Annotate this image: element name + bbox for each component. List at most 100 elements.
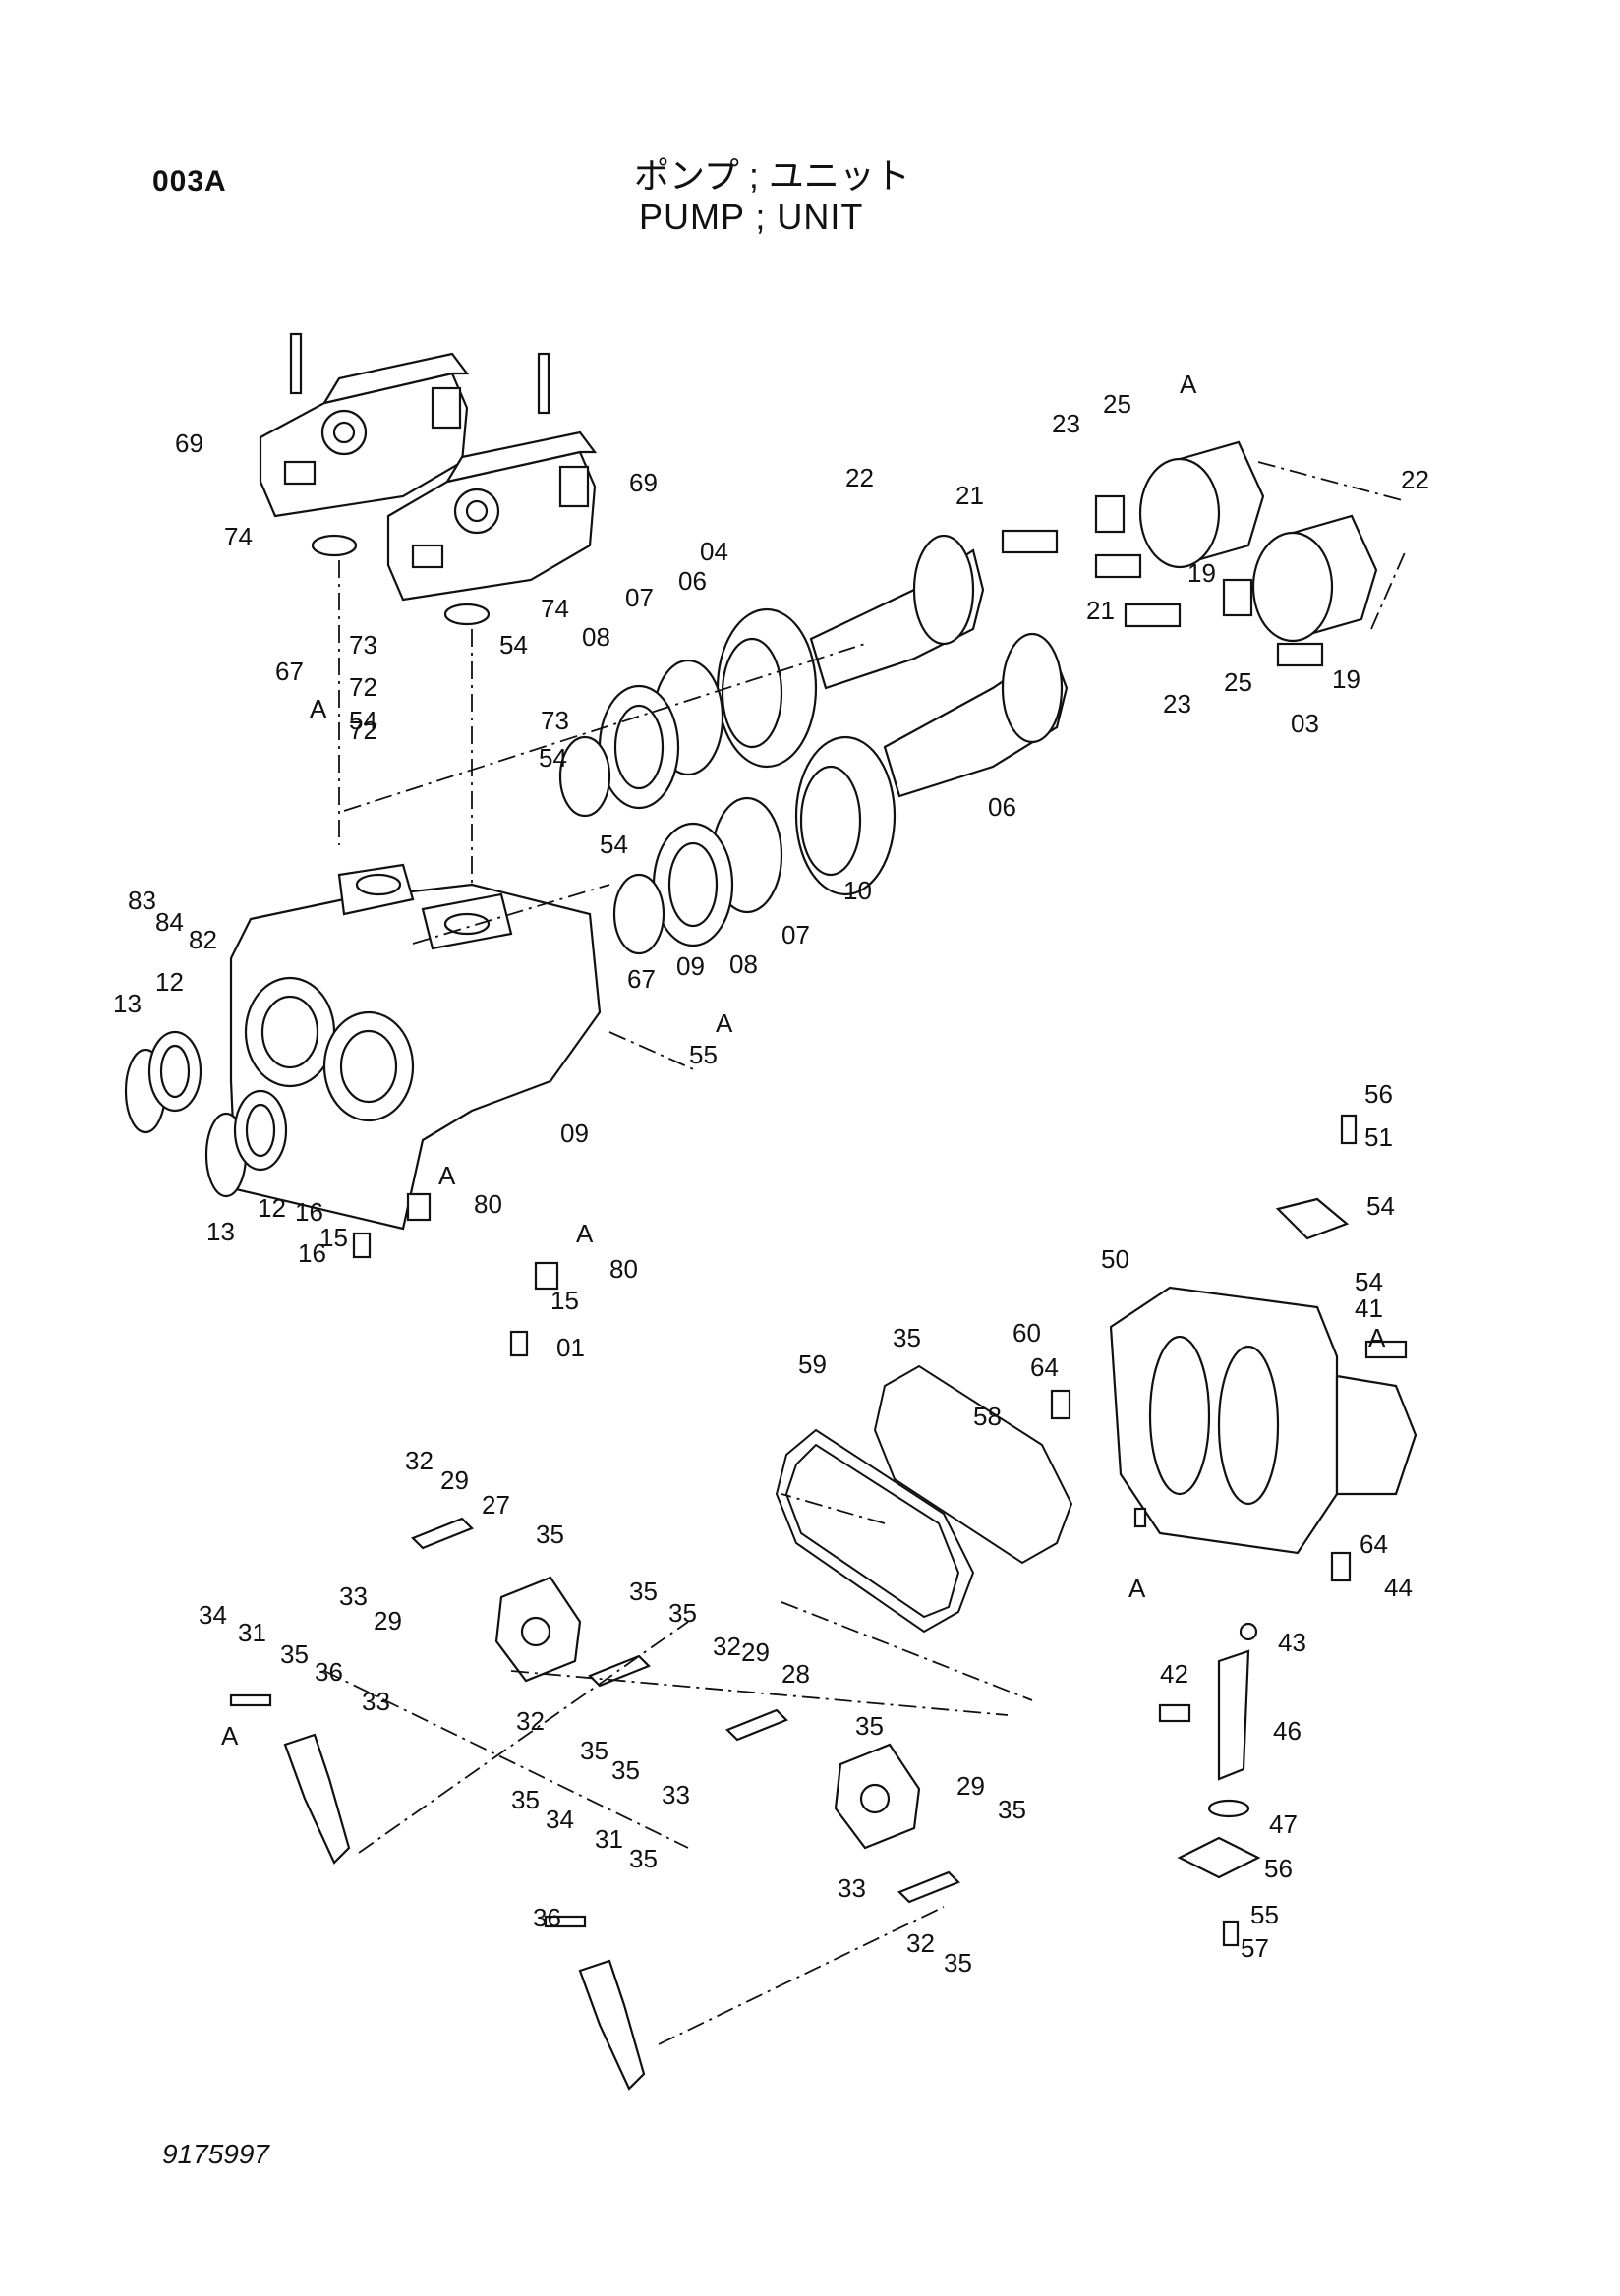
part-callout-32: 32 — [713, 1632, 741, 1661]
part-callout-33: 33 — [362, 1687, 390, 1716]
valve-bolt-left — [289, 332, 303, 395]
seal-09-upper — [558, 735, 611, 818]
reference-marker-a: A — [438, 1161, 456, 1190]
drive-shaft-03 — [883, 632, 1069, 798]
part-callout-19: 19 — [1332, 664, 1360, 694]
shifter-fork-31-upper — [283, 1733, 351, 1865]
part-callout-19: 19 — [1187, 558, 1216, 588]
part-callout-21: 21 — [1086, 596, 1115, 625]
part-callout-01: 01 — [556, 1333, 585, 1362]
part-callout-72: 72 — [349, 716, 377, 745]
plug-80-upper — [406, 1192, 432, 1222]
part-callout-29: 29 — [741, 1637, 770, 1667]
drive-shaft-04 — [809, 534, 985, 690]
o-ring-74-lower — [443, 603, 491, 626]
part-callout-29: 29 — [956, 1771, 985, 1801]
part-callout-09: 09 — [560, 1119, 589, 1148]
piston-19-upper — [1094, 553, 1142, 579]
pin-34-lower — [544, 1915, 587, 1928]
piston-19-lower — [1276, 642, 1324, 667]
part-callout-35: 35 — [998, 1795, 1026, 1824]
part-callout-29: 29 — [374, 1606, 402, 1636]
cover-51 — [1275, 1197, 1350, 1240]
spring-23-lower — [1222, 578, 1253, 617]
fitting-64-lower — [1330, 1551, 1352, 1582]
part-callout-67: 67 — [275, 657, 304, 686]
part-callout-56: 56 — [1264, 1854, 1293, 1883]
pin-58 — [1133, 1507, 1147, 1528]
part-callout-15: 15 — [550, 1286, 579, 1315]
cylinder-block-25-lower — [1251, 514, 1378, 643]
o-ring-74-upper — [311, 534, 358, 557]
part-callout-58: 58 — [973, 1402, 1002, 1431]
part-callout-04: 04 — [700, 537, 728, 566]
reference-marker-a: A — [1128, 1574, 1146, 1603]
control-valve-lower — [386, 430, 598, 602]
part-callout-27: 27 — [482, 1490, 510, 1520]
lever-32-d — [897, 1870, 960, 1904]
part-callout-51: 51 — [1364, 1122, 1393, 1152]
part-callout-67: 67 — [627, 964, 656, 994]
part-callout-33: 33 — [339, 1581, 368, 1611]
part-callout-33: 33 — [838, 1873, 866, 1903]
reference-marker-a: A — [1180, 370, 1197, 399]
cover-47 — [1177, 1836, 1261, 1879]
bolt-60 — [1364, 1340, 1408, 1359]
part-callout-13: 13 — [206, 1217, 235, 1246]
part-callout-42: 42 — [1160, 1659, 1188, 1689]
cylinder-block-25-upper — [1138, 440, 1265, 569]
plug-15-upper — [352, 1232, 372, 1259]
part-callout-80: 80 — [474, 1189, 502, 1219]
part-callout-35: 35 — [536, 1520, 564, 1549]
part-callout-84: 84 — [155, 907, 184, 937]
part-callout-08: 08 — [582, 622, 610, 652]
part-callout-15: 15 — [319, 1223, 348, 1252]
shaft-42 — [1217, 1649, 1250, 1781]
part-callout-50: 50 — [1101, 1244, 1129, 1274]
document-number: 9175997 — [162, 2139, 270, 2169]
part-callout-73: 73 — [541, 706, 569, 735]
part-callout-22: 22 — [845, 463, 874, 492]
part-callout-12: 12 — [155, 967, 184, 997]
reference-marker-a: A — [716, 1008, 733, 1038]
part-callout-03: 03 — [1291, 709, 1319, 738]
part-callout-25: 25 — [1224, 667, 1252, 697]
part-callout-74: 74 — [541, 594, 569, 623]
part-callout-13: 13 — [113, 989, 142, 1018]
part-callout-74: 74 — [224, 522, 253, 551]
part-callout-54: 54 — [600, 830, 628, 859]
valve-bolt-right — [537, 352, 550, 415]
part-callout-08: 08 — [729, 949, 758, 979]
part-callout-54: 54 — [539, 743, 567, 773]
part-callout-64: 64 — [1030, 1352, 1059, 1382]
part-callout-54: 54 — [1366, 1191, 1395, 1221]
bolt-55-upper — [1340, 1114, 1358, 1145]
bolt-43 — [1158, 1703, 1191, 1723]
part-callout-69: 69 — [629, 468, 658, 497]
lever-32-c — [725, 1708, 788, 1742]
part-callout-35: 35 — [611, 1755, 640, 1785]
o-ring-46 — [1207, 1799, 1250, 1818]
part-callout-10: 10 — [843, 876, 872, 905]
part-callout-33: 33 — [662, 1780, 690, 1809]
part-callout-46: 46 — [1273, 1716, 1302, 1746]
servo-cover-27 — [494, 1576, 582, 1683]
part-callout-35: 35 — [855, 1711, 884, 1741]
servo-cover-28 — [834, 1743, 921, 1850]
part-callout-57: 57 — [1241, 1933, 1269, 1963]
part-callout-09: 09 — [676, 951, 705, 981]
part-callout-35: 35 — [629, 1844, 658, 1873]
part-callout-07: 07 — [625, 583, 654, 612]
pin-34-upper — [229, 1693, 272, 1707]
part-callout-35: 35 — [580, 1736, 608, 1765]
part-callout-16: 16 — [298, 1238, 326, 1268]
part-callout-36: 36 — [533, 1903, 561, 1932]
part-callout-80: 80 — [609, 1254, 638, 1284]
part-callout-35: 35 — [668, 1598, 697, 1628]
bearing-06-upper — [716, 607, 818, 769]
gasket-59 — [873, 1364, 1073, 1565]
part-callout-36: 36 — [315, 1657, 343, 1687]
